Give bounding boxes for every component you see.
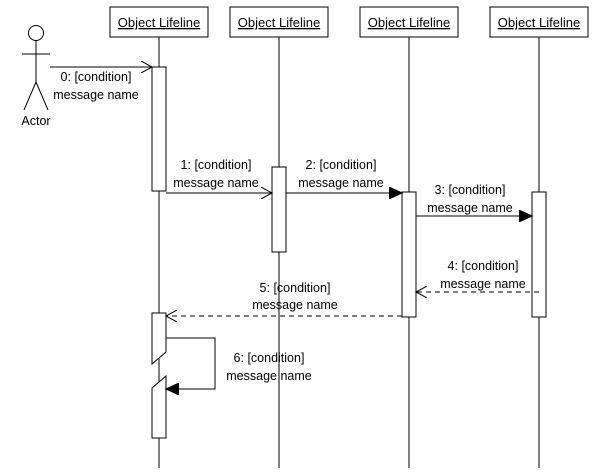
lifeline-3-title: Object Lifeline — [368, 15, 450, 30]
message-1-name: message name — [173, 176, 259, 190]
actor-head — [28, 25, 44, 41]
message-1-label: 1: [condition] message name — [173, 158, 259, 190]
message-2-condition: 2: [condition] — [306, 158, 377, 172]
message-5-name: message name — [252, 298, 338, 312]
lifeline-2-header: Object Lifeline — [229, 6, 329, 38]
actor-label: Actor — [21, 114, 50, 128]
lifeline-2-title: Object Lifeline — [238, 15, 320, 30]
activation-bar-lifeline-3 — [401, 191, 417, 318]
activation-bar-lifeline-1-a — [151, 66, 167, 192]
activation-bar-lifeline-1-b-lower — [151, 374, 167, 439]
message-2-label: 2: [condition] message name — [298, 158, 384, 190]
message-1-condition: 1: [condition] — [181, 158, 252, 172]
message-4-name: message name — [440, 277, 526, 291]
message-3-label: 3: [condition] message name — [427, 183, 513, 215]
message-5-label: 5: [condition] message name — [252, 281, 338, 312]
message-0-condition: 0: [condition] — [61, 70, 132, 84]
activation-bar-lifeline-2 — [271, 166, 287, 253]
lifeline-1-header: Object Lifeline — [109, 6, 209, 38]
lifeline-1-title: Object Lifeline — [118, 15, 200, 30]
message-6-name: message name — [226, 369, 312, 383]
message-4-condition: 4: [condition] — [448, 259, 519, 273]
activation-bar-lifeline-4 — [531, 191, 547, 318]
message-0-label: 0: [condition] message name — [53, 70, 139, 102]
message-2-name: message name — [298, 176, 384, 190]
lifeline-4-title: Object Lifeline — [498, 15, 580, 30]
lifeline-3-header: Object Lifeline — [359, 6, 459, 38]
message-4-label: 4: [condition] message name — [440, 259, 526, 291]
message-3-name: message name — [427, 201, 513, 215]
message-6-self-call-arrow — [166, 337, 216, 389]
message-6-label: 6: [condition] message name — [226, 351, 312, 383]
activation-bar-lifeline-1-b-upper — [151, 312, 167, 366]
actor-leg-right — [35, 81, 49, 111]
message-3-condition: 3: [condition] — [435, 183, 506, 197]
message-0-name: message name — [53, 88, 139, 102]
message-5-condition: 5: [condition] — [260, 281, 331, 295]
actor-leg-left — [23, 81, 37, 111]
message-6-condition: 6: [condition] — [234, 351, 305, 365]
actor-figure — [22, 25, 50, 111]
lifeline-4-header: Object Lifeline — [489, 6, 589, 38]
